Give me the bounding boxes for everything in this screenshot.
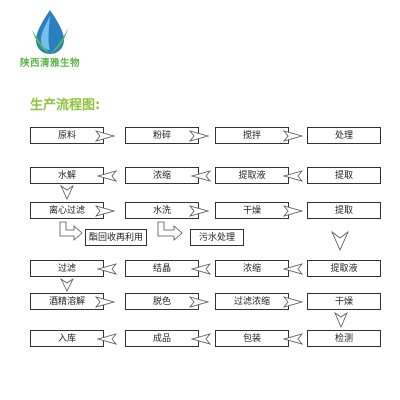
arrow-down-icon [331, 230, 349, 251]
step-filtration: 过滤 [30, 260, 104, 277]
bent-arrow-icon [59, 221, 83, 241]
arrow-left-icon [96, 263, 118, 275]
step-extraction-1: 提取 [307, 167, 381, 184]
arrow-down-icon [59, 277, 75, 292]
arrow-left-icon [96, 333, 118, 345]
step-ester-recycle: 酯回收再利用 [85, 229, 147, 246]
arrow-down-icon [60, 184, 74, 200]
brand-name: 陕西清雅生物 [19, 58, 80, 69]
step-wastewater-treatment: 污水处理 [190, 229, 244, 246]
arrow-right-icon [94, 205, 116, 217]
arrow-right-icon [188, 296, 210, 308]
step-finished-product: 成品 [125, 330, 199, 347]
arrow-right-icon [282, 130, 304, 142]
arrow-right-icon [188, 130, 210, 142]
arrow-left-icon [282, 333, 304, 345]
step-extraction-2: 提取 [307, 202, 381, 219]
arrow-left-icon [190, 333, 212, 345]
arrow-right-icon [188, 205, 210, 217]
arrow-left-icon [96, 170, 118, 182]
arrow-right-icon [94, 296, 116, 308]
arrow-left-icon [282, 263, 304, 275]
bent-arrow-icon [157, 221, 183, 241]
step-concentration-2: 浓缩 [215, 260, 289, 277]
water-drop-leaf-logo [32, 10, 68, 54]
arrow-right-icon [282, 296, 304, 308]
arrow-left-icon [282, 170, 304, 182]
arrow-left-icon [190, 170, 212, 182]
arrow-down-icon [334, 311, 348, 329]
step-extract-liquid-2: 提取液 [307, 260, 381, 277]
section-title: 生产流程图: [30, 98, 101, 113]
arrow-right-icon [94, 130, 116, 142]
step-stirring: 搅拌 [215, 127, 289, 144]
arrow-right-icon [282, 205, 304, 217]
step-processing: 处理 [307, 127, 381, 144]
step-drying-2: 干燥 [307, 293, 381, 310]
arrow-left-icon [190, 263, 212, 275]
step-hydrolysis: 水解 [30, 167, 104, 184]
step-inspection: 检测 [307, 330, 381, 347]
